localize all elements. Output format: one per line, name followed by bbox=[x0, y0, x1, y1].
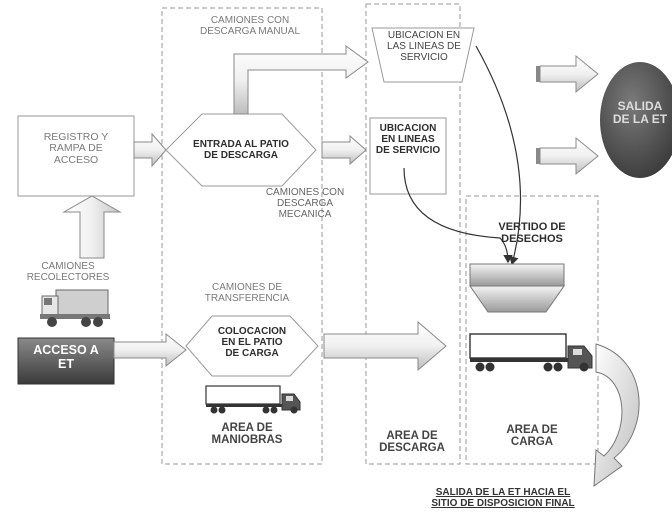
label-area-carga: AREA DE CARGA bbox=[474, 424, 590, 449]
label-registro-rampa: REGISTRO Y RAMPA DE ACCESO bbox=[18, 132, 134, 166]
arrow-colocacion-carga bbox=[324, 322, 446, 370]
label-salida-et: SALIDA DE LA ET bbox=[608, 100, 672, 126]
arrow-up-registro bbox=[64, 196, 120, 258]
hopper-bottom bbox=[470, 286, 564, 312]
arrow-right-mid-tail bbox=[536, 148, 540, 164]
collection-truck-icon bbox=[40, 290, 110, 327]
arrow-registro-entrada bbox=[134, 134, 166, 166]
label-salida-disposicion: SALIDA DE LA ET HACIA EL SITIO DE DISPOS… bbox=[408, 488, 598, 510]
label-vertido-desechos: VERTIDO DE DESECHOS bbox=[474, 222, 590, 246]
label-ubicacion-mid: UBICACION EN LINEAS DE SERVICIO bbox=[370, 124, 446, 156]
label-camiones-descarga-manual: CAMIONES CON DESCARGA MANUAL bbox=[170, 16, 330, 38]
label-camiones-transferencia: CAMIONES DE TRANSFERENCIA bbox=[172, 283, 322, 305]
transfer-truck-large-icon bbox=[470, 334, 592, 372]
arrow-elbow-manual bbox=[234, 46, 368, 114]
label-entrada-patio: ENTRADA AL PATIO DE DESCARGA bbox=[168, 140, 314, 162]
hopper-top bbox=[470, 264, 564, 286]
label-colocacion-patio: COLOCACION EN EL PATIO DE CARGA bbox=[196, 327, 308, 359]
label-area-descarga: AREA DE DESCARGA bbox=[364, 430, 460, 455]
arrow-entrada-ubicacion bbox=[322, 136, 366, 164]
label-ubicacion-top: UBICACION EN LAS LINEAS DE SERVICIO bbox=[376, 31, 472, 63]
label-area-maniobras: AREA DE MANIOBRAS bbox=[172, 422, 322, 447]
arrow-curved-exit bbox=[594, 344, 639, 486]
label-acceso-et: ACCESO A ET bbox=[18, 344, 114, 371]
label-camiones-recolectores: CAMIONES RECOLECTORES bbox=[4, 262, 132, 284]
label-camiones-descarga-mecanica: CAMIONES CON DESCARGA MECANICA bbox=[250, 188, 360, 220]
arrow-right-top-tail bbox=[536, 66, 540, 82]
transfer-truck-small-icon bbox=[206, 386, 300, 414]
arrow-right-mid bbox=[540, 138, 598, 174]
arrow-right-top bbox=[540, 56, 598, 92]
arrow-acceso-colocacion bbox=[114, 334, 186, 366]
